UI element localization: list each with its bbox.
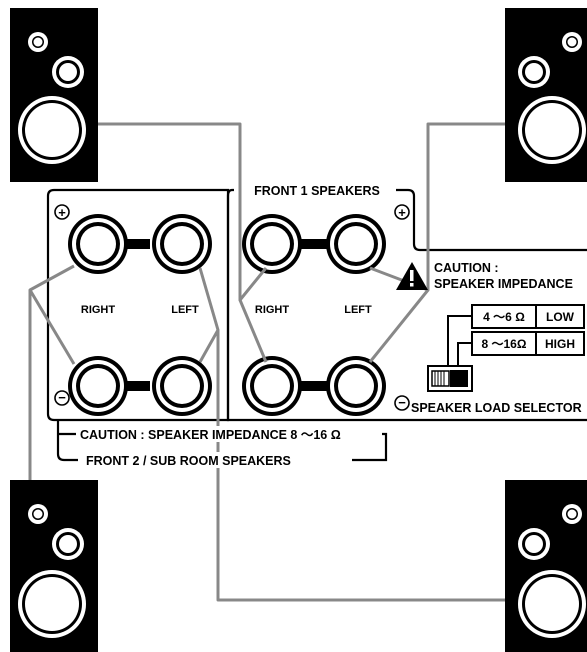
selector-low-range: 4 ～6 Ω xyxy=(483,310,525,324)
wire-front1-right-plus xyxy=(98,122,268,302)
speaker-front2-left xyxy=(10,480,98,652)
front1-left-label: LEFT xyxy=(344,304,372,316)
wire-front2-right-plus xyxy=(28,264,75,480)
front2-right-label: RIGHT xyxy=(81,304,116,316)
speaker-front2-right xyxy=(10,8,98,182)
front2-caution: CAUTION : SPEAKER IMPEDANCE 8 ～16 Ω xyxy=(80,428,341,442)
plus-icon: + xyxy=(398,205,406,220)
front2-terminals xyxy=(68,214,212,416)
wire-front2-right-minus xyxy=(28,289,76,365)
front2-caption-bracket xyxy=(56,420,388,462)
caution-panel: CAUTION : SPEAKER IMPEDANCE xyxy=(396,261,573,291)
wire-front1-left-minus xyxy=(368,289,430,363)
slide-switch-icon[interactable] xyxy=(427,365,473,392)
polarity-symbols: + − + − xyxy=(54,204,410,411)
speaker-front1-right xyxy=(505,480,587,652)
front1-panel-outline xyxy=(226,188,587,422)
selector-high-label: HIGH xyxy=(545,337,575,351)
terminal-front2-left-minus xyxy=(152,356,212,416)
terminal-front1-left-minus xyxy=(326,356,386,416)
terminal-front1-left-plus xyxy=(326,214,386,274)
caution-line2: SPEAKER IMPEDANCE xyxy=(434,277,573,291)
front2-title: FRONT 2 / SUB ROOM SPEAKERS xyxy=(86,454,291,468)
terminal-front2-left-plus xyxy=(152,214,212,274)
front1-terminals xyxy=(242,214,386,416)
minus-icon: − xyxy=(398,395,406,410)
front2-left-label: LEFT xyxy=(171,304,199,316)
terminal-front1-right-minus xyxy=(242,356,302,416)
minus-icon: − xyxy=(58,390,66,405)
speaker-load-selector: 4 ～6 Ω LOW 8 ～16Ω HIGH SPEAKER LOAD SELE… xyxy=(411,304,585,415)
front2-panel-outline xyxy=(46,188,230,422)
front1-right-label: RIGHT xyxy=(255,304,290,316)
front1-title: FRONT 1 SPEAKERS xyxy=(254,184,380,198)
selector-label: SPEAKER LOAD SELECTOR xyxy=(411,401,582,415)
selector-low-label: LOW xyxy=(546,310,575,324)
terminal-front1-right-plus xyxy=(242,214,302,274)
terminal-front2-right-plus xyxy=(68,214,128,274)
caution-line1: CAUTION : xyxy=(434,261,499,275)
plus-icon: + xyxy=(58,205,66,220)
wire-front1-right-minus xyxy=(238,299,268,363)
wire-front2-left-minus xyxy=(198,329,220,363)
speaker-front1-left xyxy=(505,8,587,182)
selector-high-range: 8 ～16Ω xyxy=(482,337,527,351)
wire-front1-left-plus xyxy=(369,122,505,292)
terminal-front2-right-minus xyxy=(68,356,128,416)
